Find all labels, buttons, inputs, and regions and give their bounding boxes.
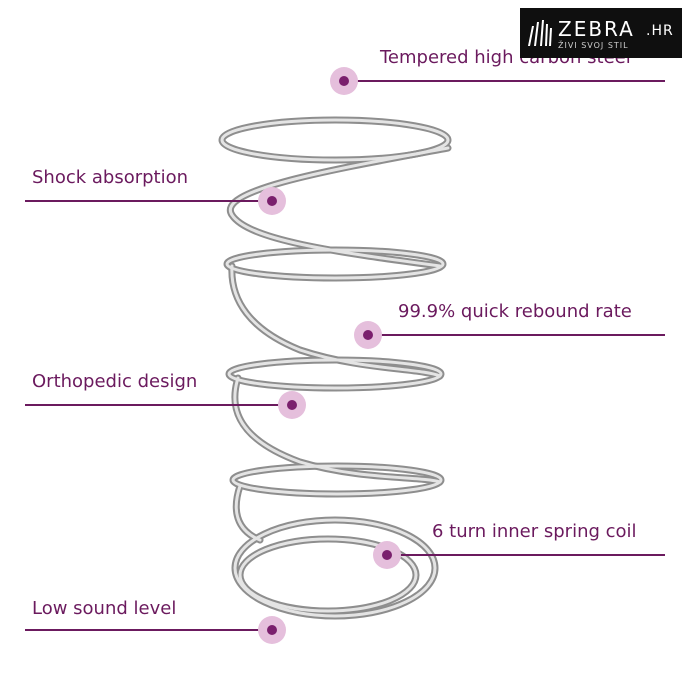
callout-label-sound: Low sound level xyxy=(32,598,177,619)
brand-tagline: ŽIVI SVOJ STIL xyxy=(558,41,629,50)
callout-marker-shock xyxy=(258,187,286,215)
callout-label-coil: 6 turn inner spring coil xyxy=(432,521,637,542)
callout-label-orthopedic: Orthopedic design xyxy=(32,371,198,392)
callout-markers xyxy=(258,67,401,644)
brand-tld: .HR xyxy=(646,23,674,39)
callout-marker-sound xyxy=(258,616,286,644)
brand-name: ZEBRA xyxy=(558,17,635,41)
callout-marker-steel xyxy=(330,67,358,95)
callout-label-shock: Shock absorption xyxy=(32,167,189,188)
zebra-stripes-icon xyxy=(528,20,552,46)
callout-marker-rebound xyxy=(354,321,382,349)
callout-label-rebound: 99.9% quick rebound rate xyxy=(398,301,632,322)
brand-logo[interactable]: ZEBRA .HR ŽIVI SVOJ STIL xyxy=(520,8,682,58)
callout-marker-orthopedic xyxy=(278,391,306,419)
callout-marker-coil xyxy=(373,541,401,569)
